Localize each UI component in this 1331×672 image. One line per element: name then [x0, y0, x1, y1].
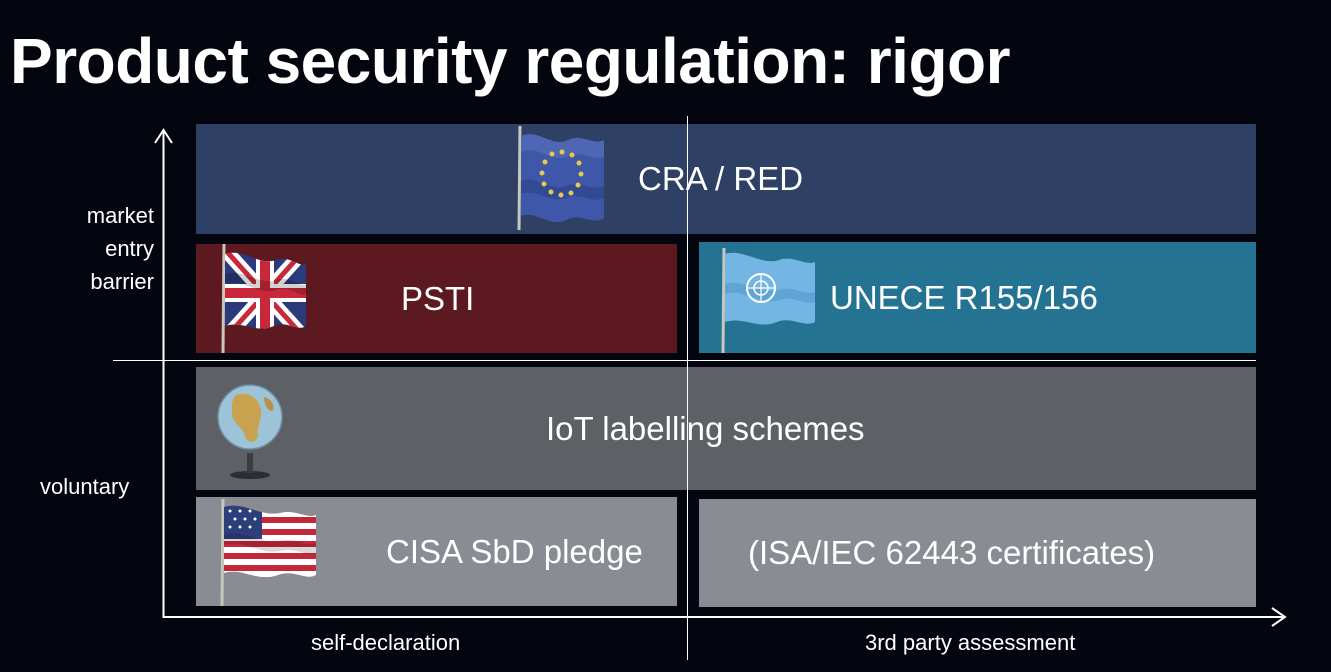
psti-label: PSTI	[401, 279, 475, 317]
box-iot-labelling: IoT labelling schemes	[196, 367, 1256, 490]
box-psti: PSTI	[196, 244, 677, 353]
x-axis-arrowhead	[1271, 607, 1287, 627]
us-flag-icon	[220, 499, 316, 606]
x-label-self-declaration: self-declaration	[311, 630, 461, 655]
box-cra-red: CRA / RED	[196, 124, 1256, 234]
x-label-third-party: 3rd party assessment	[865, 630, 1076, 655]
y-label-line: entry	[105, 236, 154, 261]
globe-icon	[217, 384, 283, 479]
un-flag-icon	[721, 247, 815, 353]
uk-flag-icon	[221, 244, 306, 353]
unece-label: UNECE R155/156	[830, 278, 1098, 316]
iot-labelling-label: IoT labelling schemes	[546, 409, 865, 447]
isa-iec-label: (ISA/IEC 62443 certificates)	[748, 534, 1156, 571]
box-unece: UNECE R155/156	[699, 242, 1256, 353]
y-label-market-entry-barrier: market entry barrier	[40, 199, 154, 298]
page-title: Product security regulation: rigor	[10, 25, 1011, 97]
y-label-line: barrier	[90, 269, 154, 294]
y-axis-arrowhead	[154, 128, 173, 144]
box-cisa-pledge: CISA SbD pledge	[196, 497, 677, 606]
box-isa-iec: (ISA/IEC 62443 certificates)	[699, 499, 1256, 607]
cisa-pledge-label: CISA SbD pledge	[386, 532, 643, 570]
cra-red-label: CRA / RED	[638, 160, 804, 197]
y-label-voluntary: voluntary	[40, 474, 130, 499]
y-label-line: market	[86, 203, 154, 228]
eu-flag-icon	[517, 126, 604, 230]
